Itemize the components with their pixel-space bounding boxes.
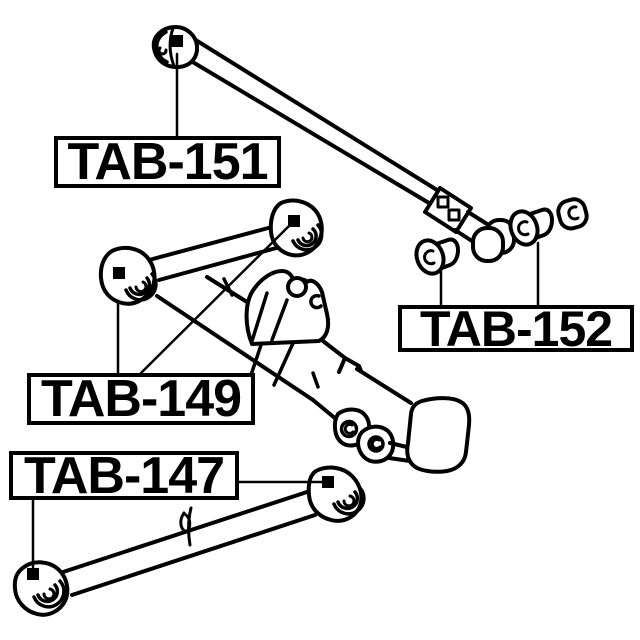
axle-beam-drawing <box>155 269 472 474</box>
lower-trailing-arm-drawing <box>12 465 366 617</box>
upper-rod-bushing <box>151 25 200 70</box>
leader-dot <box>171 35 183 47</box>
small-bushings-drawing <box>414 197 589 276</box>
leader-dot <box>27 568 39 580</box>
bushing-flange <box>414 238 446 276</box>
washer <box>556 197 589 231</box>
part-label-tab152: TAB-152 <box>398 300 634 357</box>
leader-tab149-right <box>139 222 293 375</box>
leader-dot <box>322 476 334 488</box>
upper-trailing-arm-drawing <box>98 198 324 306</box>
bracket-hole-small <box>309 293 323 310</box>
rod-end-sleeve <box>471 226 505 263</box>
part-number-text: TAB-151 <box>67 133 268 191</box>
upper-lateral-rod-drawing <box>151 25 516 263</box>
leader-lines <box>31 52 540 572</box>
part-label-tab149: TAB-149 <box>27 373 255 425</box>
part-label-tab147: TAB-147 <box>9 446 239 505</box>
part-number-text: TAB-147 <box>23 446 225 505</box>
beam-lug <box>356 424 396 464</box>
bracket-hole <box>286 276 308 298</box>
bushing-flange <box>508 209 540 247</box>
part-number-text: TAB-149 <box>40 370 242 428</box>
leader-dot <box>113 267 125 279</box>
part-label-tab151: TAB-151 <box>54 136 281 188</box>
part-number-text: TAB-152 <box>419 300 613 357</box>
spindle-mounting-plate <box>405 396 472 474</box>
